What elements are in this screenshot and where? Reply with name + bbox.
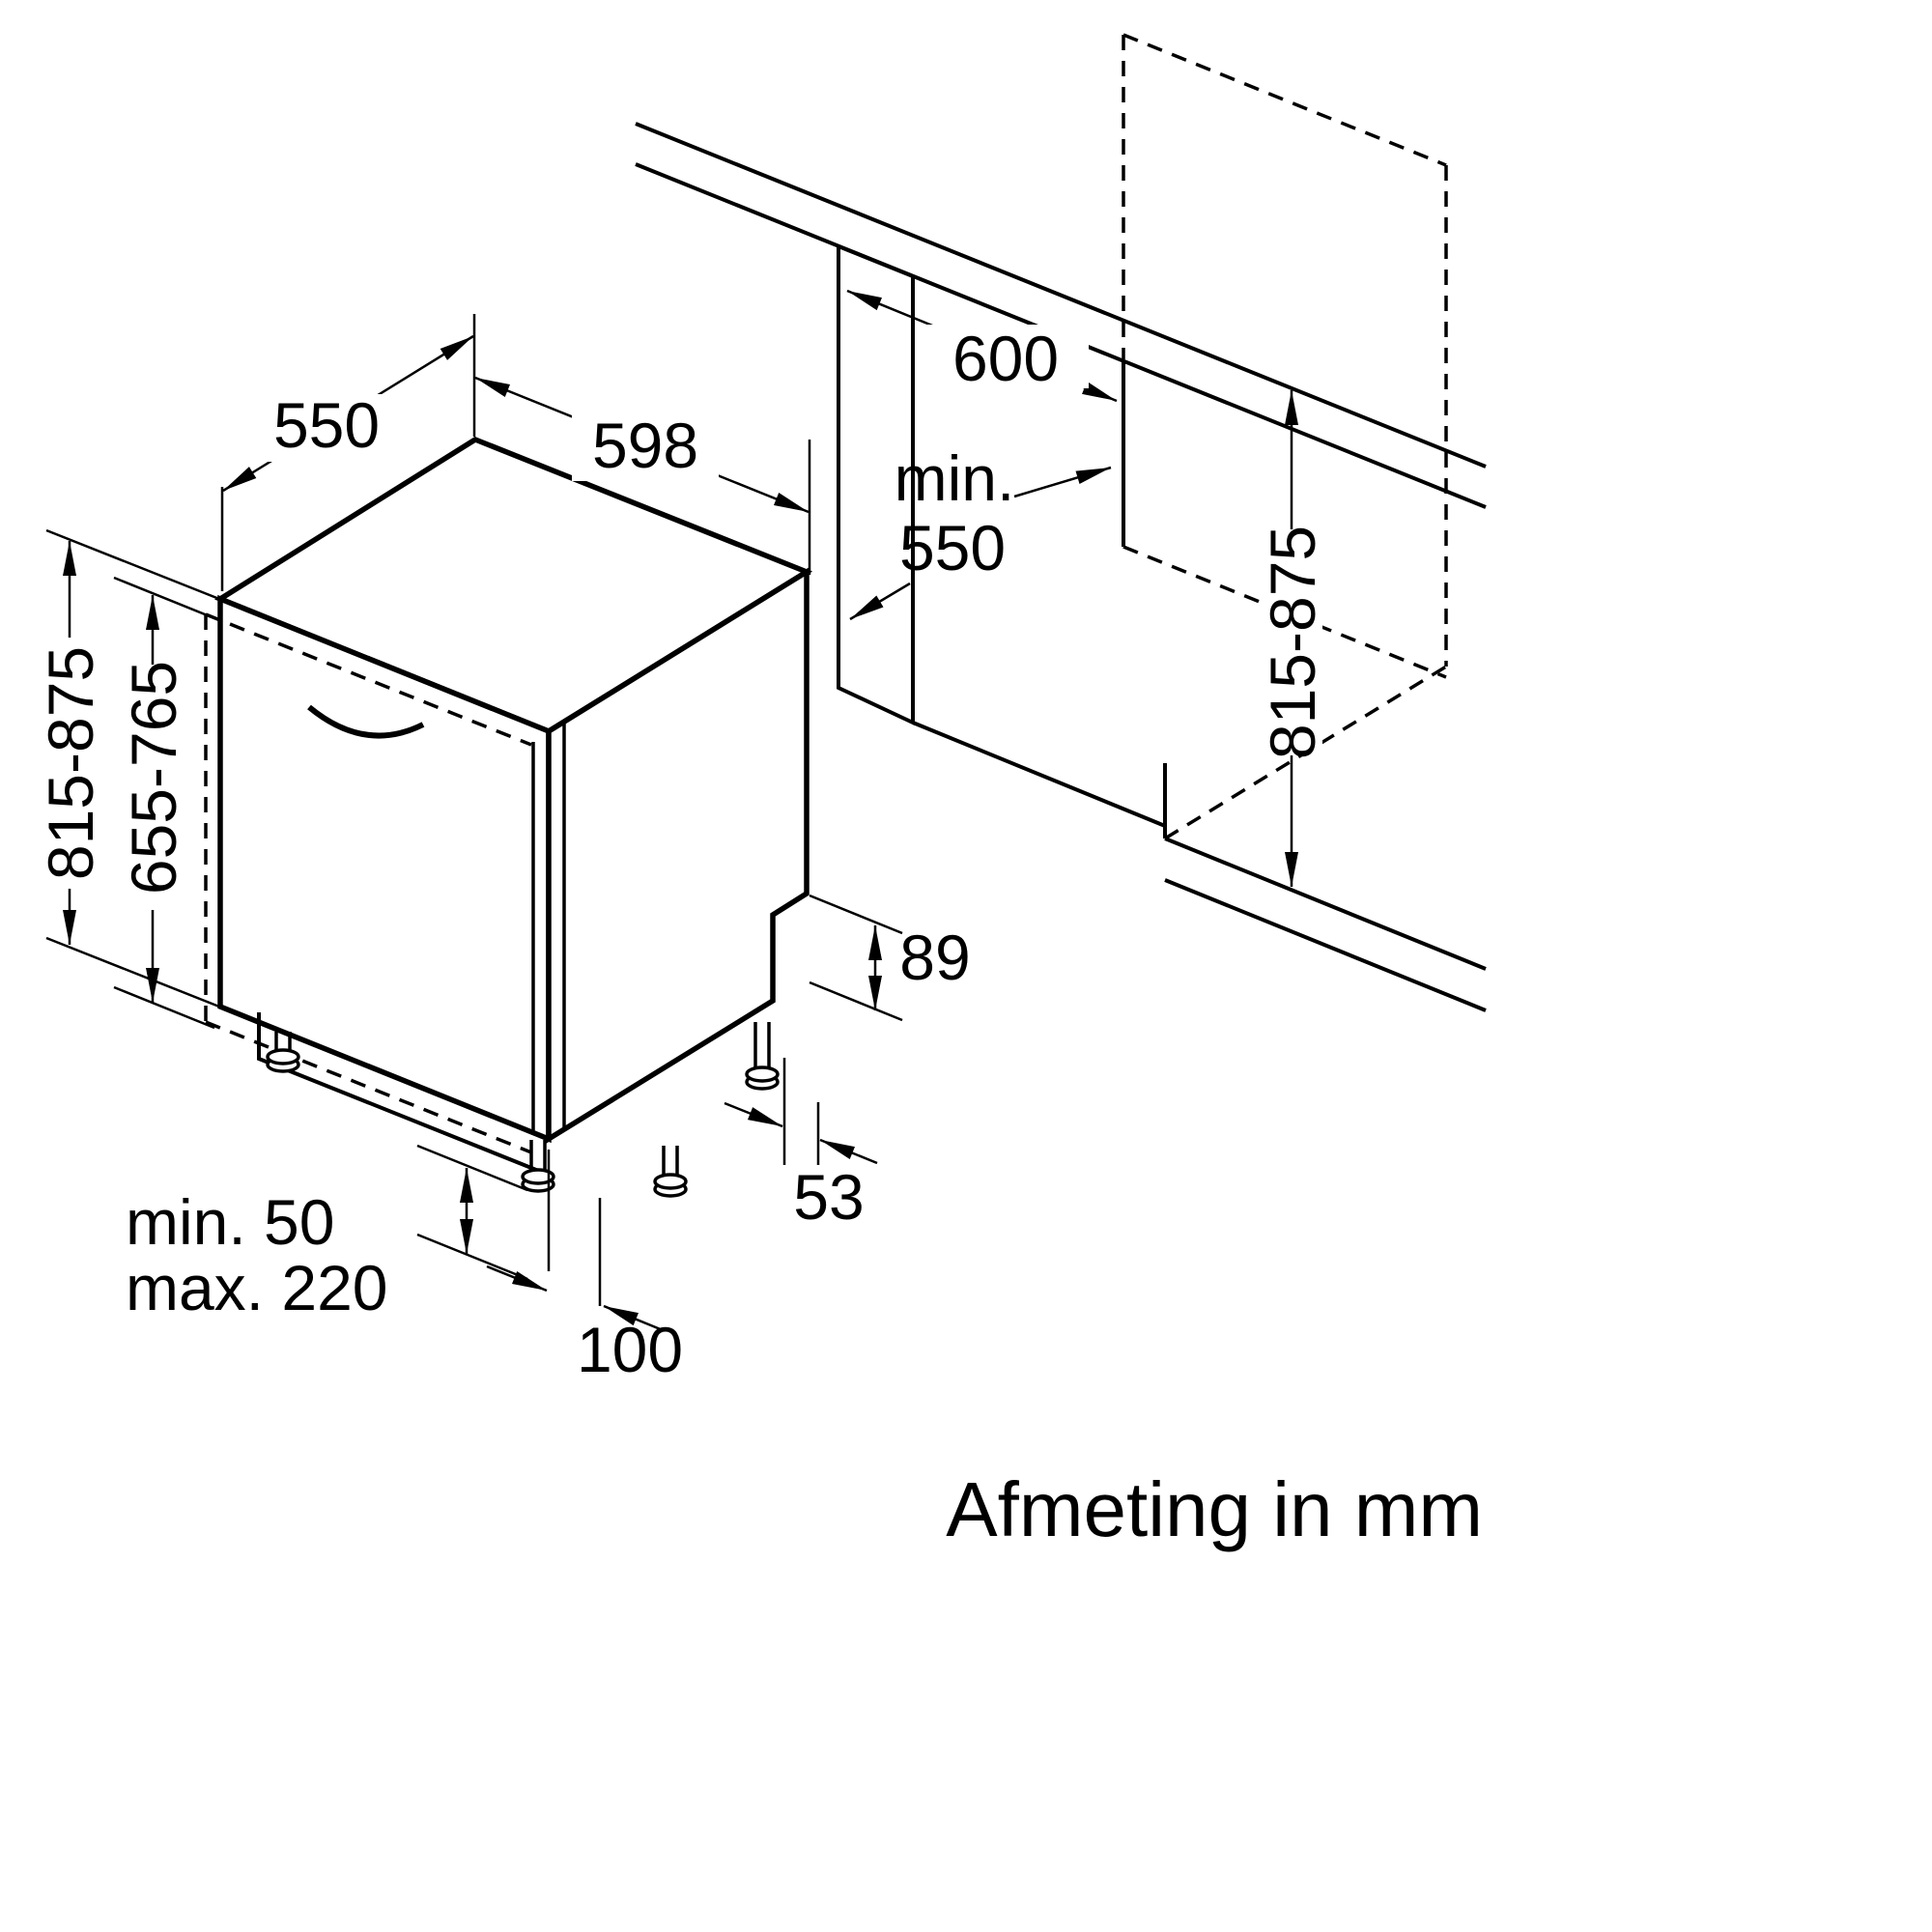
dashed-door-top-edge (205, 612, 532, 747)
dim-furniture-door-height: 655-765 (113, 576, 215, 1030)
dim-niche-height: 815-875 (1257, 390, 1328, 887)
dim-appliance-height: 815-875 (35, 528, 225, 1010)
dim-worktop-depth: 600 (846, 289, 1118, 403)
dim-rear-cutout-height: 89 (809, 894, 971, 1022)
extension-line (45, 528, 225, 603)
extension-line (809, 980, 903, 1022)
adjustable-foot (745, 1022, 780, 1091)
dim-label-worktop-depth: 600 (952, 323, 1059, 394)
floor-line-2 (1164, 878, 1487, 1012)
dim-label-appliance-height: 815-875 (35, 646, 106, 880)
dim-top-depth: 550 (220, 314, 476, 591)
dim-label-niche-depth-value: 550 (899, 512, 1006, 583)
arrow-line (486, 1264, 548, 1293)
worktop-top-edge (635, 122, 1487, 469)
label-bg (923, 325, 1089, 388)
dim-label-front-width: 598 (592, 410, 698, 481)
arrow-line (724, 1101, 783, 1128)
label-bg (1261, 529, 1322, 755)
dim-label-furniture-door-height: 655-765 (118, 661, 189, 895)
foot-pad (521, 1168, 555, 1185)
niche-floor-edge (912, 721, 1166, 828)
extension-line (113, 576, 215, 620)
dim-label-niche-height: 815-875 (1257, 526, 1328, 759)
extension-line (45, 936, 225, 1010)
dishwasher-right-face (546, 567, 810, 1144)
dim-label-niche-depth-prefix: min. (895, 442, 1015, 514)
adjustable-foot (653, 1146, 688, 1198)
dim-niche-depth: min. 550 (849, 442, 1112, 621)
floor-line-1 (1164, 837, 1487, 971)
adjustable-foot (521, 1140, 555, 1193)
door-handle (307, 704, 425, 739)
dashed-edge (1122, 33, 1447, 167)
dim-label-plinth-min: min. 50 (126, 1186, 334, 1258)
label-bg (39, 638, 100, 889)
foot-pad (266, 1048, 300, 1065)
extension-line (809, 894, 903, 935)
dashed-edge (1122, 545, 1447, 679)
extension-line (416, 1233, 528, 1281)
dishwasher (204, 436, 813, 1198)
dim-plinth-clearance: min. 50 max. 220 (126, 1144, 528, 1323)
extension-line (113, 985, 215, 1030)
dim-label-front-foot-inset: 100 (577, 1314, 683, 1385)
dim-front-width: 598 (474, 376, 811, 575)
dim-label-top-depth: 550 (273, 389, 380, 461)
dim-rear-foot-offset: 53 (724, 1058, 878, 1233)
arrow-line (1013, 466, 1112, 498)
foot-pad (745, 1065, 780, 1083)
arrow-line (849, 582, 911, 621)
arrow-line (819, 1138, 878, 1165)
dim-label-rear-foot-offset: 53 (793, 1161, 864, 1233)
caption-units: Afmeting in mm (946, 1466, 1483, 1552)
arrow-line (603, 1304, 664, 1332)
foot-pad (653, 1173, 688, 1190)
base-front-edge (257, 1012, 542, 1174)
label-bg (122, 665, 184, 910)
dim-label-rear-cutout-height: 89 (899, 922, 970, 993)
label-bg (253, 394, 400, 462)
extension-line (416, 1144, 528, 1192)
label-bg (572, 413, 719, 481)
adjustable-foot (266, 1032, 300, 1073)
dim-front-foot-inset: 100 (486, 1150, 683, 1385)
dim-label-plinth-max: max. 220 (126, 1252, 387, 1323)
